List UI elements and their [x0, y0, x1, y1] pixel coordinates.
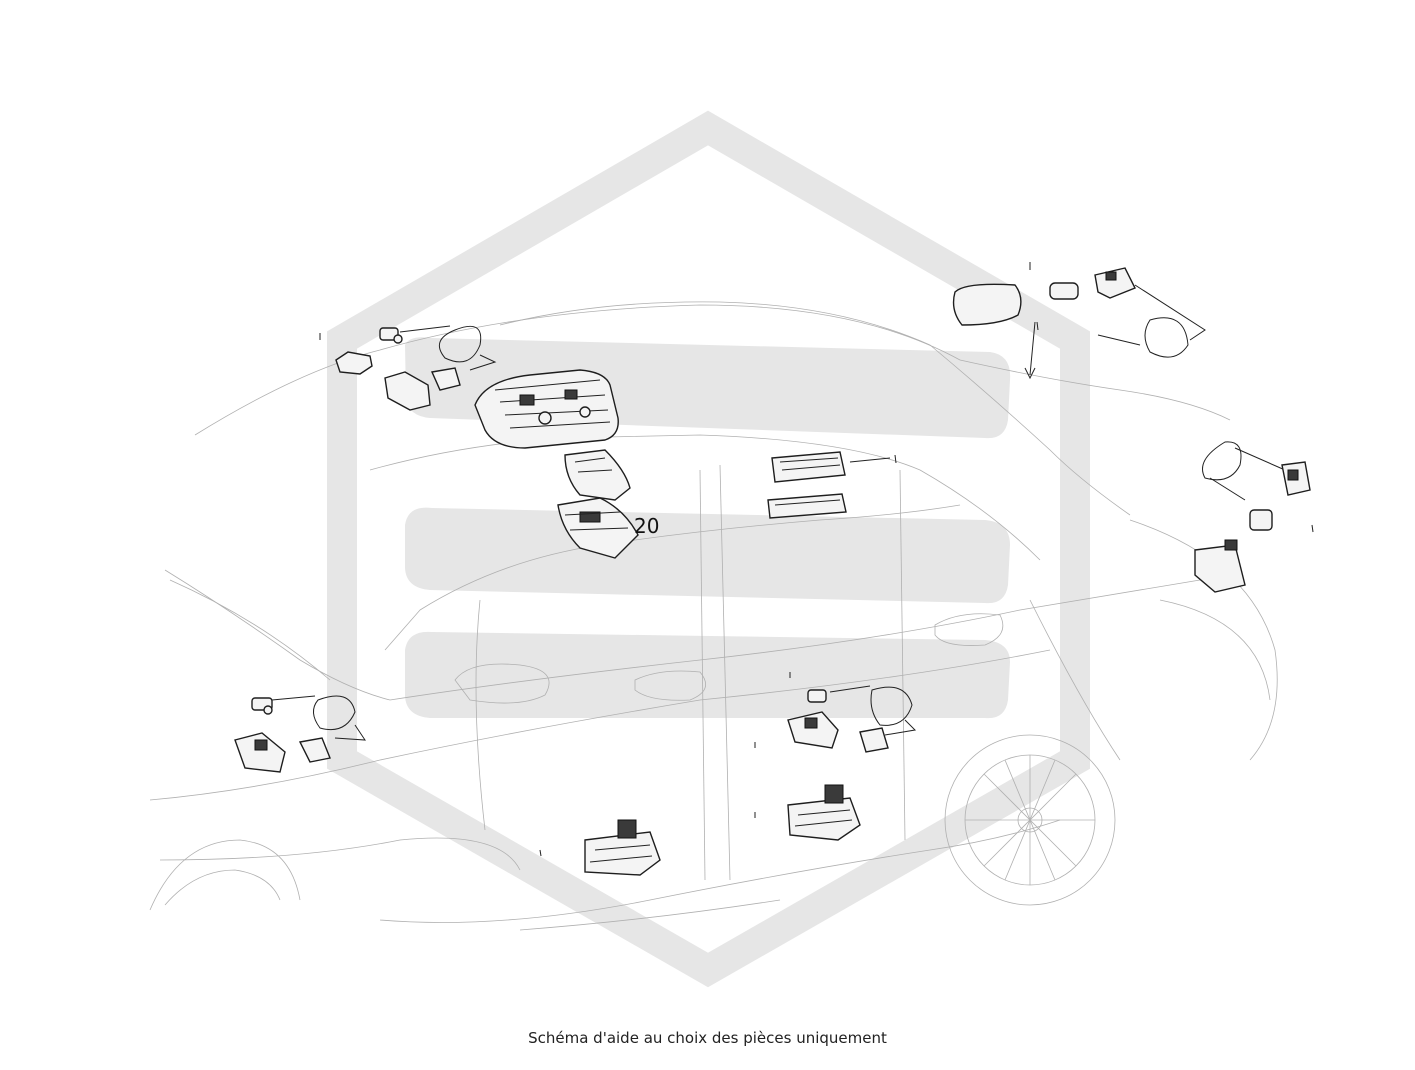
courtesy-lamp-front	[234, 695, 366, 773]
puddle-lamp-front	[584, 819, 661, 876]
rear-roof-lamp	[767, 451, 891, 519]
puddle-lamp-rear	[787, 784, 861, 841]
callout-label: 20	[634, 514, 659, 538]
bulb-top-left	[379, 325, 497, 371]
map-light-lens	[564, 449, 631, 501]
tail-lamp-parts-right	[1194, 441, 1311, 593]
connector-tag-left	[335, 351, 461, 411]
trunk-lamp-lens	[952, 262, 1036, 380]
leader-ticks	[319, 321, 1314, 857]
courtesy-lamp-rear	[787, 685, 917, 753]
map-light-housing: 20	[557, 497, 659, 559]
car-outline	[149, 301, 1278, 931]
bulb-socket-top-right	[1049, 267, 1206, 358]
overhead-console	[474, 369, 619, 449]
diagram-caption: Schéma d'aide au choix des pièces unique…	[528, 1029, 887, 1047]
watermark-logo	[327, 110, 1090, 988]
